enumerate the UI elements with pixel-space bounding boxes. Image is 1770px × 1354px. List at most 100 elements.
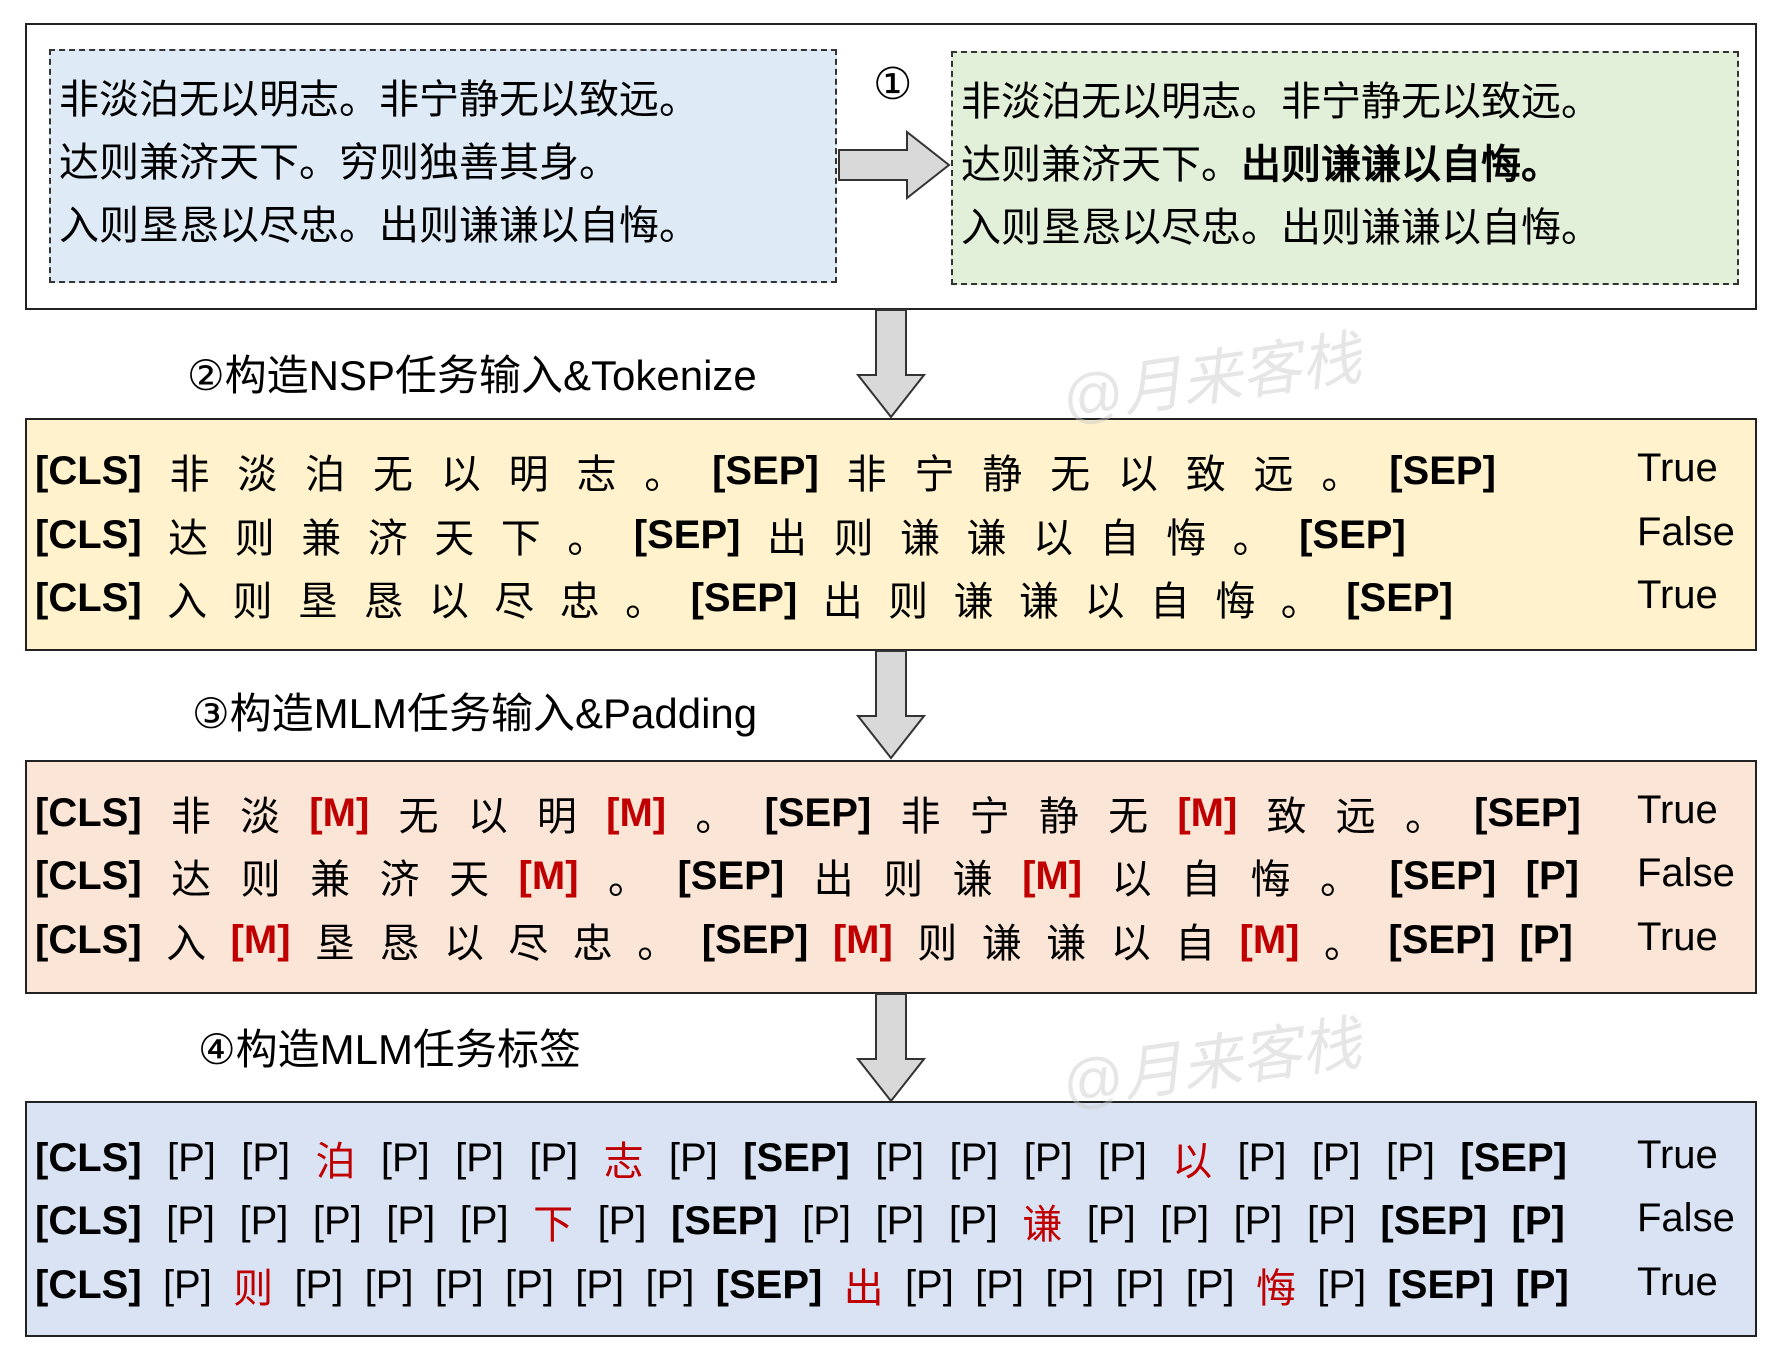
augmented-text: 非淡泊无以明志。非宁静无以致远。 <box>961 80 1601 124</box>
token: 淡 <box>237 453 278 497</box>
token: [P] <box>241 1135 291 1180</box>
token: 济 <box>379 858 420 902</box>
source-text-panel: 非淡泊无以明志。非宁静无以致远。 达则兼济天下。穷则独善其身。 入则垦恳以尽忠。… <box>25 23 1757 310</box>
token: [P] <box>166 1198 216 1243</box>
token: [SEP] <box>764 790 872 835</box>
token: [P] <box>575 1262 625 1307</box>
token: [CLS] <box>35 448 142 493</box>
token: 谦 <box>981 922 1022 966</box>
token: 远 <box>1253 453 1294 497</box>
masked-token: 谦 <box>1022 1203 1063 1247</box>
token: 则 <box>883 858 924 902</box>
masked-token: 泊 <box>315 1140 356 1184</box>
token: 以 <box>1111 858 1152 902</box>
masked-token: [M] <box>1239 917 1300 962</box>
nsp-label: False <box>1637 510 1735 554</box>
token: [P] <box>1317 1262 1367 1307</box>
token: 非 <box>846 453 887 497</box>
down-arrow-icon <box>856 650 926 760</box>
token: 谦 <box>1019 580 1060 624</box>
augmented-text: 入则垦恳以尽忠。出则谦谦以自悔。 <box>961 206 1601 250</box>
token: [P] <box>380 1135 430 1180</box>
mlm-input-panel: [CLS]非淡[M]无以明[M]。[SEP]非宁静无[M]致远。[SEP]Tru… <box>25 760 1757 994</box>
token: [CLS] <box>35 853 142 898</box>
token: 宁 <box>969 795 1010 839</box>
token: [P] <box>162 1262 212 1307</box>
token: 淡 <box>240 795 281 839</box>
token: 尽 <box>494 580 535 624</box>
token: 自 <box>1175 922 1216 966</box>
token: [P] <box>166 1135 216 1180</box>
token: 则 <box>888 580 929 624</box>
token: [P] <box>1519 917 1573 962</box>
token: 无 <box>1050 453 1091 497</box>
masked-token: 悔 <box>1255 1267 1296 1311</box>
masked-token: 出 <box>843 1267 884 1311</box>
token: [P] <box>459 1198 509 1243</box>
original-text-box: 非淡泊无以明志。非宁静无以致远。 达则兼济天下。穷则独善其身。 入则垦恳以尽忠。… <box>49 49 837 283</box>
nsp-label: True <box>1637 788 1718 832</box>
token: [SEP] <box>715 1262 823 1307</box>
token: [P] <box>1511 1198 1565 1243</box>
masked-token: [M] <box>518 853 579 898</box>
token: 恳 <box>363 580 404 624</box>
token: [SEP] <box>670 1198 778 1243</box>
token: 谦 <box>966 517 1007 561</box>
token: 悔 <box>1250 858 1291 902</box>
token: 。 <box>625 580 666 624</box>
token: [P] <box>1233 1198 1283 1243</box>
token: [SEP] <box>1389 448 1496 493</box>
token: 达 <box>171 858 212 902</box>
token: 悔 <box>1215 580 1256 624</box>
token: 自 <box>1181 858 1222 902</box>
token: 谦 <box>1046 922 1087 966</box>
token: 宁 <box>914 453 955 497</box>
token: [P] <box>597 1198 647 1243</box>
masked-token: [M] <box>832 917 893 962</box>
token: 尽 <box>508 922 549 966</box>
step-3-label: ③构造MLM任务输入&Padding <box>192 690 758 737</box>
token: [SEP] <box>1346 575 1453 620</box>
token: [P] <box>434 1262 484 1307</box>
token: [P] <box>529 1135 579 1180</box>
token: 泊 <box>305 453 346 497</box>
token-row: [CLS][P]则[P][P][P][P][P][P][SEP]出[P][P][… <box>35 1260 1569 1312</box>
masked-token: [M] <box>1177 790 1238 835</box>
token: [P] <box>312 1198 362 1243</box>
nsp-label: False <box>1637 1196 1735 1240</box>
token: 出 <box>822 580 863 624</box>
token: [SEP] <box>677 853 785 898</box>
masked-token: 以 <box>1172 1140 1213 1184</box>
token: [P] <box>239 1198 289 1243</box>
token: [SEP] <box>1380 1198 1488 1243</box>
token: 则 <box>833 517 874 561</box>
nsp-label: True <box>1637 1133 1718 1177</box>
token: [SEP] <box>1387 1262 1495 1307</box>
token: 下 <box>500 517 541 561</box>
token: [P] <box>1525 853 1579 898</box>
token: 恳 <box>379 922 420 966</box>
token: [P] <box>1097 1135 1147 1180</box>
token: 无 <box>398 795 439 839</box>
token: [P] <box>875 1135 925 1180</box>
token: 则 <box>234 517 275 561</box>
token: [P] <box>1045 1262 1095 1307</box>
token: 入 <box>166 922 207 966</box>
token: 。 <box>1321 453 1362 497</box>
token: [P] <box>1306 1198 1356 1243</box>
masked-token: [M] <box>309 790 370 835</box>
step-4-label: ④构造MLM任务标签 <box>198 1026 581 1073</box>
token: 出 <box>766 517 807 561</box>
token-row: [CLS]入则垦恳以尽忠。[SEP]出则谦谦以自悔。[SEP] <box>35 573 1453 625</box>
masked-token: 下 <box>533 1203 574 1247</box>
token: 垦 <box>314 922 355 966</box>
token: [CLS] <box>35 917 142 962</box>
token: [P] <box>505 1262 554 1307</box>
token: 以 <box>1117 453 1158 497</box>
token: 忠 <box>572 922 613 966</box>
token: 垦 <box>297 580 338 624</box>
token: 谦 <box>900 517 940 561</box>
token-row: [CLS]非淡[M]无以明[M]。[SEP]非宁静无[M]致远。[SEP] <box>35 788 1581 840</box>
token: 出 <box>813 858 854 902</box>
original-line: 非淡泊无以明志。非宁静无以致远。 <box>59 78 699 122</box>
